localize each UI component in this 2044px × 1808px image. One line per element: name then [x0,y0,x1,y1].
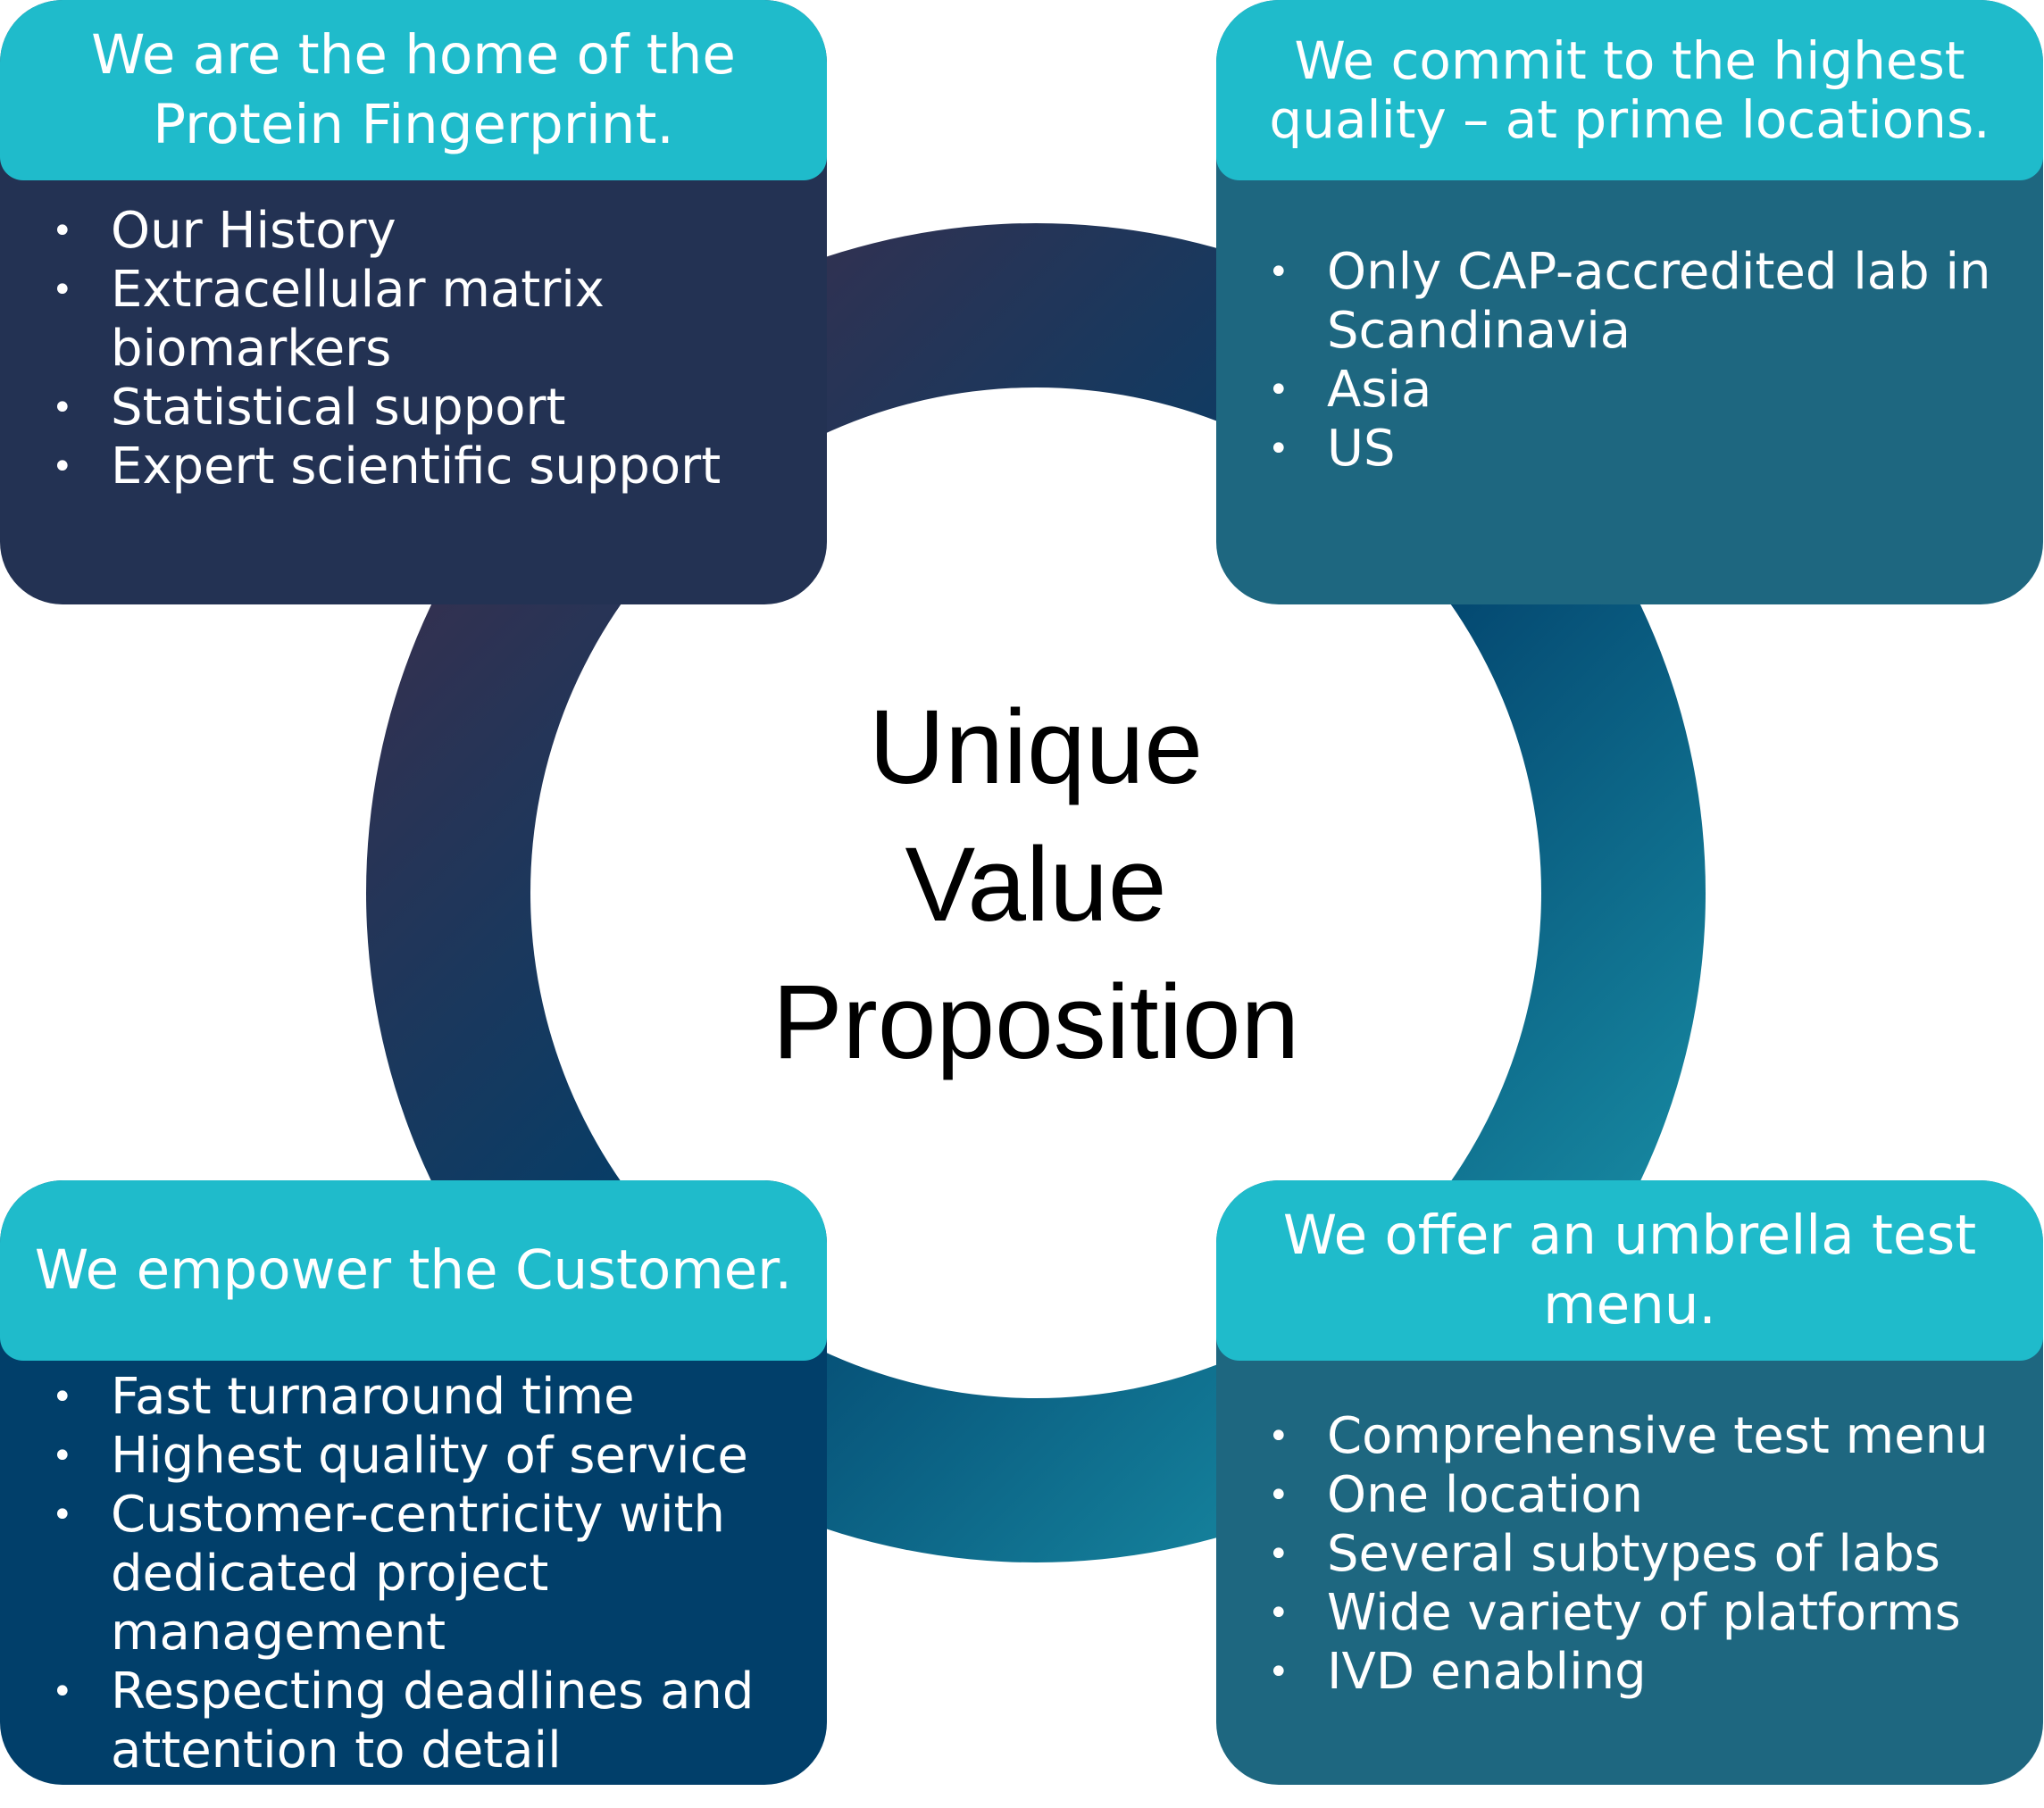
card-body: Fast turnaround time Highest quality of … [0,1361,827,1780]
card-header: We are the home of the Protein Fingerpri… [0,0,827,180]
bullet-list: Only CAP-accredited lab in Scandinavia A… [1216,243,2043,479]
card-body: Only CAP-accredited lab in Scandinavia A… [1216,180,2043,479]
card-header: We commit to the highest quality – at pr… [1216,0,2043,180]
center-title-line: Value [905,826,1167,944]
list-item: Highest quality of service [52,1427,791,1486]
list-item: One location [1268,1466,2007,1525]
list-item: Wide variety of platforms [1268,1584,2007,1643]
center-title-line: Proposition [772,963,1300,1081]
center-title-line: Unique [869,688,1203,806]
list-item: Fast turnaround time [52,1368,791,1427]
ring-inner [530,387,1541,1398]
card-umbrella-test-menu: We offer an umbrella test menu. Comprehe… [1216,1180,2043,1785]
card-protein-fingerprint: We are the home of the Protein Fingerpri… [0,0,827,604]
list-item: US [1268,420,2007,479]
list-item: Respecting deadlines and attention to de… [52,1662,791,1780]
card-empower-customer: We empower the Customer. Fast turnaround… [0,1180,827,1785]
list-item: Only CAP-accredited lab in Scandinavia [1268,243,2007,361]
list-item: Our History [52,202,791,261]
bullet-list: Fast turnaround time Highest quality of … [0,1368,827,1780]
card-body: Comprehensive test menu One location Sev… [1216,1361,2043,1702]
bullet-list: Our History Extracellular matrix biomark… [0,202,827,496]
list-item: Expert scientific support [52,437,791,496]
card-header: We offer an umbrella test menu. [1216,1180,2043,1361]
list-item: IVD enabling [1268,1643,2007,1702]
card-highest-quality: We commit to the highest quality – at pr… [1216,0,2043,604]
list-item: Extracellular matrix biomarkers [52,261,791,379]
card-header: We empower the Customer. [0,1180,827,1361]
bullet-list: Comprehensive test menu One location Sev… [1216,1407,2043,1702]
card-body: Our History Extracellular matrix biomark… [0,180,827,496]
list-item: Comprehensive test menu [1268,1407,2007,1466]
center-title: Unique Value Proposition [697,679,1375,1091]
list-item: Asia [1268,361,2007,420]
list-item: Customer-centricity with dedicated proje… [52,1486,791,1662]
list-item: Several subtypes of labs [1268,1525,2007,1584]
list-item: Statistical support [52,379,791,437]
